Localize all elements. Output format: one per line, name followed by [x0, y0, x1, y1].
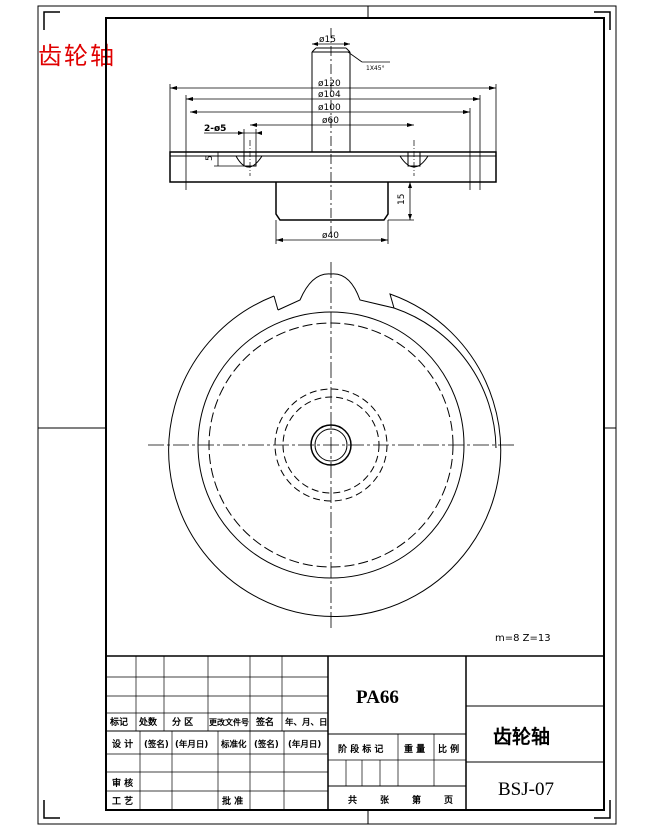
dim-d104: ø104 — [318, 90, 341, 100]
tb-total: 共 — [348, 794, 357, 806]
dim-d40: ø40 — [322, 231, 339, 241]
dim-h5: 5 — [205, 155, 215, 161]
dimension-arrows — [170, 42, 496, 242]
tb-stage: 阶 段 标 记 — [338, 743, 383, 755]
plan-view — [148, 262, 514, 630]
sheet-title: 齿轮轴 — [38, 42, 116, 70]
tb-scale: 比 例 — [438, 743, 459, 755]
tb-sheets: 张 — [380, 794, 390, 806]
tb-count: 处数 — [138, 716, 158, 728]
dimension-lines — [169, 43, 497, 244]
tb-standard-date: (年月日) — [288, 739, 321, 750]
tb-material: PA66 — [356, 687, 399, 708]
dim-d15: ø15 — [319, 35, 336, 45]
dim-h15: 15 — [397, 194, 407, 205]
dimension-texts: ø15 1X45° ø120 ø104 ø100 ø60 2-ø5 5 15 ø… — [204, 35, 407, 241]
tb-design-sign: (签名) — [144, 739, 169, 750]
tb-standard-sign: (签名) — [254, 739, 279, 750]
title-block — [105, 655, 605, 811]
tb-standard: 标准化 — [220, 739, 247, 750]
tb-date: 年、月、日 — [285, 717, 328, 728]
dim-d60: ø60 — [322, 116, 339, 126]
tb-design-date: (年月日) — [175, 739, 208, 750]
dim-holes: 2-ø5 — [204, 124, 226, 134]
side-view — [169, 28, 497, 234]
tb-review: 审 核 — [112, 777, 133, 789]
dim-d100: ø100 — [318, 103, 341, 113]
drawing-frame — [37, 5, 617, 825]
tb-approve: 批 准 — [222, 795, 243, 807]
gear-parameters: m=8 Z=13 — [495, 633, 551, 644]
tb-process: 工 艺 — [112, 795, 133, 807]
tb-design: 设 计 — [112, 738, 133, 750]
tb-weight: 重 量 — [404, 743, 425, 755]
tb-zone: 分 区 — [172, 716, 193, 728]
tb-drawing-no: BSJ-07 — [498, 779, 554, 800]
tb-part-name: 齿轮轴 — [493, 725, 550, 748]
tb-signature: 签名 — [255, 716, 274, 728]
tb-change-doc: 更改文件号 — [209, 717, 249, 727]
dim-chamfer: 1X45° — [366, 65, 385, 72]
tb-no: 第 — [412, 794, 421, 806]
dim-d120: ø120 — [318, 79, 341, 89]
tb-page: 页 — [444, 795, 453, 806]
tb-mark: 标记 — [109, 716, 128, 728]
